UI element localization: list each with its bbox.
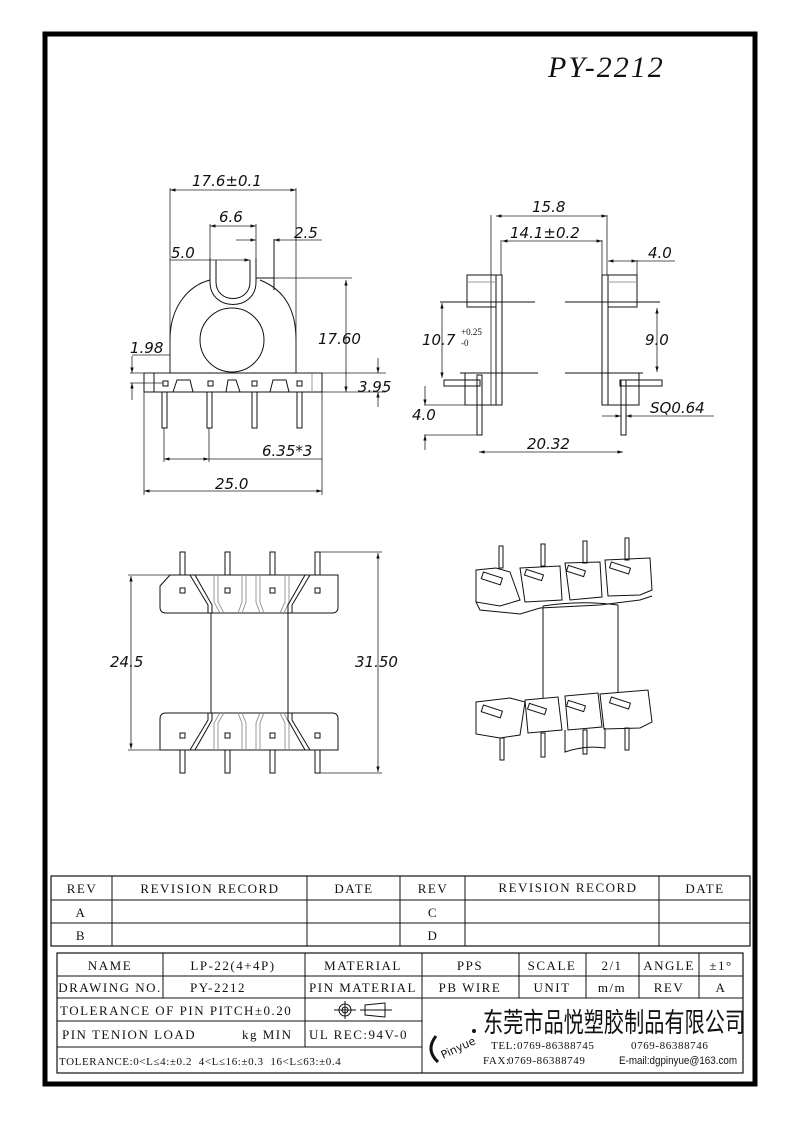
front-pin bbox=[296, 391, 303, 429]
sheet-border bbox=[42, 31, 758, 1087]
pin-pitch-tolerance: TOLERANCE OF PIN PITCH±0.20 bbox=[60, 1003, 292, 1018]
general-tolerance: TOLERANCE:0<L≤4:±0.2 4<L≤16:±0.3 16<L≤63… bbox=[59, 1056, 341, 1068]
dim-inner-length: 24.5 bbox=[110, 653, 143, 671]
front-base bbox=[143, 372, 323, 393]
top-pin bbox=[224, 551, 231, 576]
top-pin bbox=[224, 749, 231, 774]
dim-overall-length: 31.50 bbox=[355, 653, 398, 671]
title-block: NAME LP-22(4+4P) MATERIAL PPS SCALE 2/1 … bbox=[56, 952, 745, 1074]
rev-header-rev-right: REV bbox=[418, 881, 449, 896]
top-pin bbox=[314, 551, 321, 576]
angle-value: ±1° bbox=[709, 958, 732, 973]
dim-pin-size: SQ0.64 bbox=[650, 399, 705, 417]
rev-header-record-left: REVISION RECORD bbox=[140, 881, 279, 896]
dim-pin-pitch: 6.35*3 bbox=[262, 442, 312, 460]
top-pin bbox=[179, 551, 186, 576]
rev-header-date-left: DATE bbox=[334, 881, 373, 896]
pinyue-logo: Pinyue bbox=[429, 1029, 478, 1064]
front-pin bbox=[161, 391, 168, 429]
dim-window-height: 10.7 bbox=[422, 331, 456, 349]
company-tel-label: TEL: bbox=[491, 1040, 517, 1052]
rev-header-date-right: DATE bbox=[685, 881, 724, 896]
company-email: E-mail:dgpinyue@163.com bbox=[619, 1055, 737, 1067]
company-fax-label: FAX: bbox=[483, 1055, 510, 1067]
dim-inner-width: 14.1±0.2 bbox=[510, 224, 580, 242]
rev-label: REV bbox=[654, 980, 685, 995]
scale-value: 2/1 bbox=[601, 958, 622, 973]
material-label: MATERIAL bbox=[324, 958, 402, 973]
dim-window-tol-upper: +0.25 bbox=[461, 327, 482, 337]
dim-base-width: 25.0 bbox=[215, 475, 248, 493]
top-pin bbox=[314, 749, 321, 774]
company-name-cn: 东莞市品悦塑胶制品有限公司 bbox=[483, 1008, 745, 1039]
scale-label: SCALE bbox=[528, 958, 577, 973]
dim-slot-width: 6.6 bbox=[219, 208, 243, 226]
pin-material-value: PB WIRE bbox=[439, 980, 502, 995]
rev-header-record-right: REVISION RECORD bbox=[498, 880, 637, 895]
dim-base-height: 3.95 bbox=[358, 378, 391, 396]
name-value: LP-22(4+4P) bbox=[190, 958, 275, 973]
side-view: 15.8 14.1±0.2 4.0 10.7 +0.25 -0 9.0 4.0 … bbox=[412, 198, 714, 454]
company-tel-1: 0769-86388745 bbox=[517, 1040, 594, 1052]
front-view: 17.6±0.1 6.6 2.5 5.0 17.60 3.95 1.98 bbox=[130, 172, 391, 495]
dim-left-step: 1.98 bbox=[130, 339, 163, 357]
top-view: 24.5 31.50 bbox=[110, 551, 398, 774]
drawing-no-value: PY-2212 bbox=[190, 980, 246, 995]
dim-flange-ext: 4.0 bbox=[648, 244, 672, 262]
pin-material-label: PIN MATERIAL bbox=[309, 980, 417, 995]
company-tel-2: 0769-86388746 bbox=[631, 1040, 708, 1052]
pin-tension-unit: kg MIN bbox=[242, 1027, 293, 1042]
top-pin bbox=[179, 749, 186, 774]
rev-row-c: C bbox=[428, 905, 438, 920]
revision-table: REV REVISION RECORD DATE REV REVISION RE… bbox=[50, 875, 751, 947]
pin-tension-label: PIN TENION LOAD bbox=[62, 1027, 196, 1042]
projection-symbol-icon bbox=[334, 1001, 392, 1019]
angle-label: ANGLE bbox=[643, 958, 695, 973]
dim-outer-width: 15.8 bbox=[532, 198, 565, 216]
logo-text: Pinyue bbox=[439, 1034, 478, 1061]
top-pin bbox=[269, 551, 276, 576]
dim-right-height: 9.0 bbox=[645, 331, 669, 349]
rev-header-rev-left: REV bbox=[67, 881, 98, 896]
rev-value: A bbox=[716, 980, 727, 995]
dim-pin-length: 4.0 bbox=[412, 406, 436, 424]
side-pin bbox=[620, 379, 627, 436]
dim-window-tol-lower: -0 bbox=[461, 338, 469, 348]
dim-pin-span: 20.32 bbox=[527, 435, 570, 453]
name-label: NAME bbox=[88, 958, 132, 973]
company-fax: 0769-86388749 bbox=[508, 1055, 585, 1067]
isometric-view bbox=[475, 537, 653, 761]
front-pin bbox=[206, 391, 213, 429]
dim-side-offset: 2.5 bbox=[294, 224, 318, 242]
unit-label: UNIT bbox=[533, 980, 570, 995]
dim-slot-inner: 5.0 bbox=[171, 244, 195, 262]
rev-row-b: B bbox=[76, 928, 86, 943]
front-body-outline bbox=[169, 279, 297, 373]
top-pin bbox=[269, 749, 276, 774]
front-core-circle bbox=[199, 307, 265, 373]
dim-overall-top-width: 17.6±0.1 bbox=[192, 172, 262, 190]
dim-height: 17.60 bbox=[318, 330, 361, 348]
ul-rec: UL REC:94V-0 bbox=[309, 1027, 408, 1042]
drawing-title: PY-2212 bbox=[547, 51, 665, 84]
unit-value: m/m bbox=[598, 980, 626, 995]
front-pin bbox=[251, 391, 258, 429]
drawing-no-label: DRAWING NO. bbox=[58, 980, 162, 995]
material-value: PPS bbox=[457, 958, 483, 973]
rev-row-d: D bbox=[428, 928, 439, 943]
front-slot bbox=[209, 258, 257, 305]
rev-row-a: A bbox=[76, 905, 87, 920]
